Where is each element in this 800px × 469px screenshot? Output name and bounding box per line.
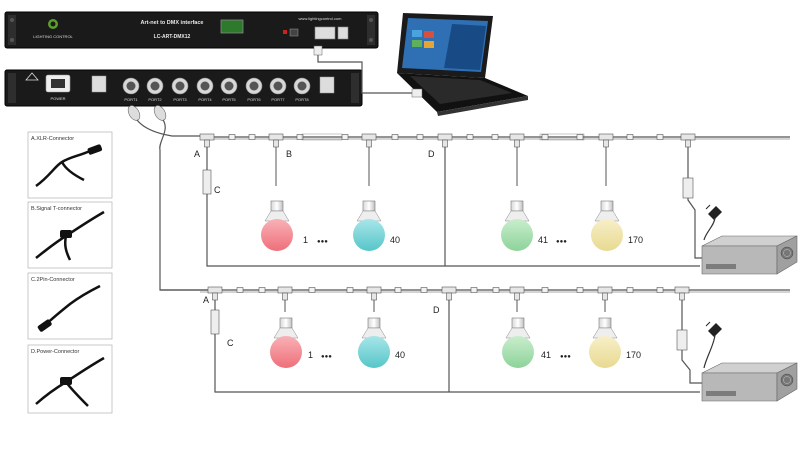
dmx-port-8: PORT8 [293,77,311,102]
bulb-yellow [590,200,624,252]
label-d: D [433,305,440,315]
svg-text:A.XLR-Connector: A.XLR-Connector [31,136,74,142]
dots: ●●● [321,354,332,360]
bulb-number: 40 [395,350,405,360]
row2-wiring [160,286,790,393]
dots: ●●● [560,354,571,360]
dmx-port-4: PORT4 [196,77,214,102]
label-a: A [194,149,200,159]
power-inlet: POWER [45,74,71,101]
bulb-number: 170 [628,235,643,245]
dmx-port-7: PORT7 [269,77,287,102]
svg-text:PORT5: PORT5 [222,97,236,102]
laptop-illustration [397,13,528,116]
network-cable [313,45,423,98]
bulb-green [501,317,535,369]
device-url: www.lightingcontrol.com [299,16,343,21]
dmx-rear-panel: POWER PORT1 PORT2 PORT3 PORT4 PORT5 PORT… [4,69,363,107]
bulb-number: 41 [541,350,551,360]
power-label: POWER [50,96,65,101]
svg-text:PORT2: PORT2 [148,97,162,102]
brand-logo: LIGHTING CONTROL [33,19,74,39]
svg-text:PORT6: PORT6 [247,97,261,102]
dots: ●●● [556,239,567,245]
connector-labels: A B C D A C D [194,149,440,348]
row1-bulbs: 1 ●●● 40 41 ●●● 170 [260,200,643,252]
device-model: LC-ART-DMX12 [154,34,191,40]
fuse-icon [91,75,107,93]
svg-text:PORT7: PORT7 [271,97,285,102]
label-c: C [227,338,234,348]
bulb-number: 1 [303,235,308,245]
mode-button [289,28,299,37]
svg-text:PORT4: PORT4 [198,97,212,102]
bulb-number: 41 [538,235,548,245]
status-led [283,30,287,34]
dmx-port-3: PORT3 [171,77,189,102]
dmx-port-6: PORT6 [245,77,263,102]
legend-power-connector: D.Power-Connector [27,344,113,414]
svg-text:PORT3: PORT3 [173,97,187,102]
dmx-port-cables [127,105,215,291]
ethernet-port [314,26,336,40]
bulb-green [500,200,534,252]
bulb-cyan [352,200,386,252]
recycle-icon [319,76,335,94]
legend-2pin-connector: C.2Pin-Connector [27,272,113,340]
brand-name: LIGHTING CONTROL [33,34,73,39]
label-c: C [214,185,221,195]
bulb-red [269,317,303,369]
dmx-port-1: PORT1 [122,77,140,102]
bulb-yellow [588,317,622,369]
bulb-cyan [357,317,391,369]
svg-text:B.Signal T-connector: B.Signal T-connector [31,206,82,212]
label-b: B [286,149,292,159]
dmx-ports: PORT1 PORT2 PORT3 PORT4 PORT5 PORT6 PORT… [122,77,311,102]
bulb-number: 1 [308,350,313,360]
svg-text:PORT1: PORT1 [124,97,138,102]
row1-wiring [199,133,790,267]
dmx-port-2: PORT2 [146,77,164,102]
bulb-number: 170 [626,350,641,360]
dots: ●●● [317,239,328,245]
label-d: D [428,149,435,159]
bulb-red [260,200,294,252]
label-a: A [203,295,209,305]
ethernet-port-2 [337,26,349,40]
device-title: Art-net to DMX interface [141,20,204,26]
legend-signal-t-connector: B.Signal T-connector [27,201,113,269]
power-supply-1 [701,204,798,275]
artnet-dmx-interface: LIGHTING CONTROL Art-net to DMX interfac… [4,11,379,49]
dmx-port-5: PORT5 [220,77,238,102]
lcd-display [220,19,244,34]
warning-icon [25,72,39,81]
power-supply-2 [701,321,798,402]
legend-xlr-connector: A.XLR-Connector [27,131,113,199]
row2-bulbs: 1 ●●● 40 41 ●●● 170 [269,317,641,369]
svg-text:PORT8: PORT8 [295,97,309,102]
bulb-number: 40 [390,235,400,245]
svg-text:C.2Pin-Connector: C.2Pin-Connector [31,277,75,283]
svg-text:D.Power-Connector: D.Power-Connector [31,349,79,355]
